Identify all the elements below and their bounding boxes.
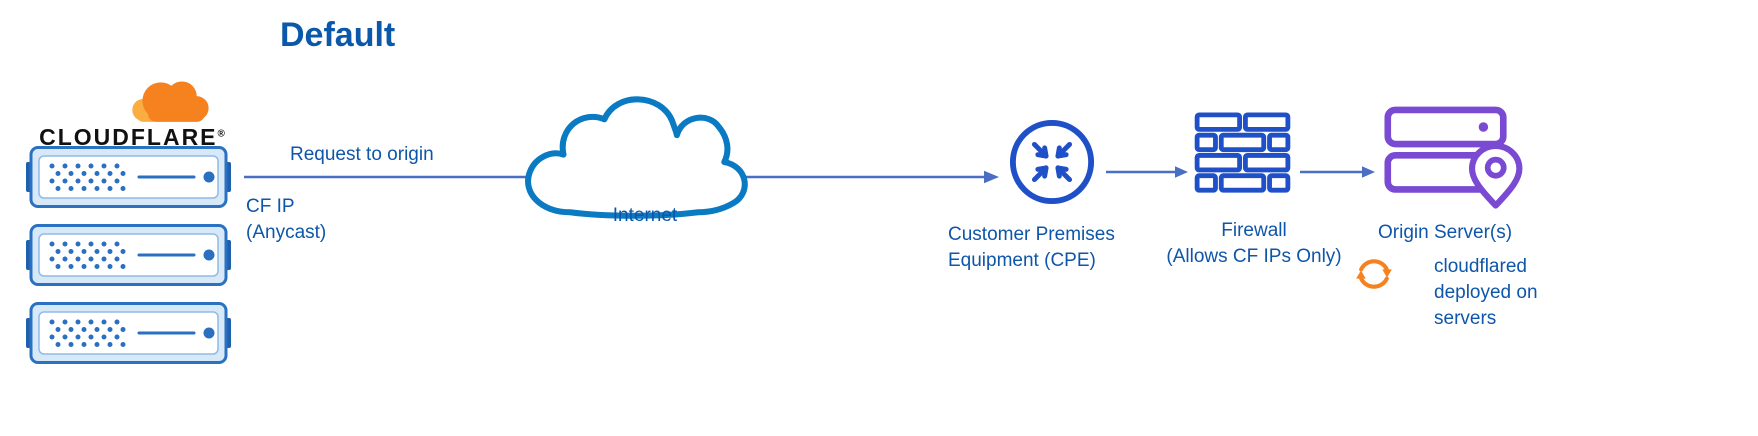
cloudflare-logo-icon — [132, 81, 209, 122]
origin-servers-label: Origin Server(s) — [1378, 222, 1513, 243]
internet-cloud-icon — [525, 96, 748, 219]
cpe-label: Customer Premises Equipment (CPE) — [948, 224, 1115, 272]
registered-mark: ® — [217, 128, 225, 140]
cloudflare-wordmark-text: CLOUDFLARE — [39, 124, 218, 150]
cloudflare-wordmark: CLOUDFLARE® — [28, 124, 236, 151]
location-pin-icon — [1468, 142, 1523, 209]
request-to-origin-label: Request to origin — [290, 144, 434, 165]
cpe-icon — [1009, 119, 1095, 205]
cloudflared-note-label: cloudflared deployed on servers — [1434, 256, 1538, 329]
firewall-label: Firewall (Allows CF IPs Only) — [1166, 220, 1342, 268]
cf-ip-anycast-label: CF IP (Anycast) — [246, 196, 327, 244]
firewall-to-origin-arrow — [1300, 166, 1375, 178]
internet-label: Internet — [612, 205, 678, 226]
firewall-icon — [1194, 112, 1291, 193]
origin-servers-icon — [1384, 106, 1523, 209]
cpe-to-firewall-arrow — [1106, 166, 1188, 178]
diagram-title: Default — [280, 16, 396, 54]
edge-server-stack-icon — [26, 146, 233, 364]
cloudflared-sync-icon — [1356, 259, 1392, 289]
